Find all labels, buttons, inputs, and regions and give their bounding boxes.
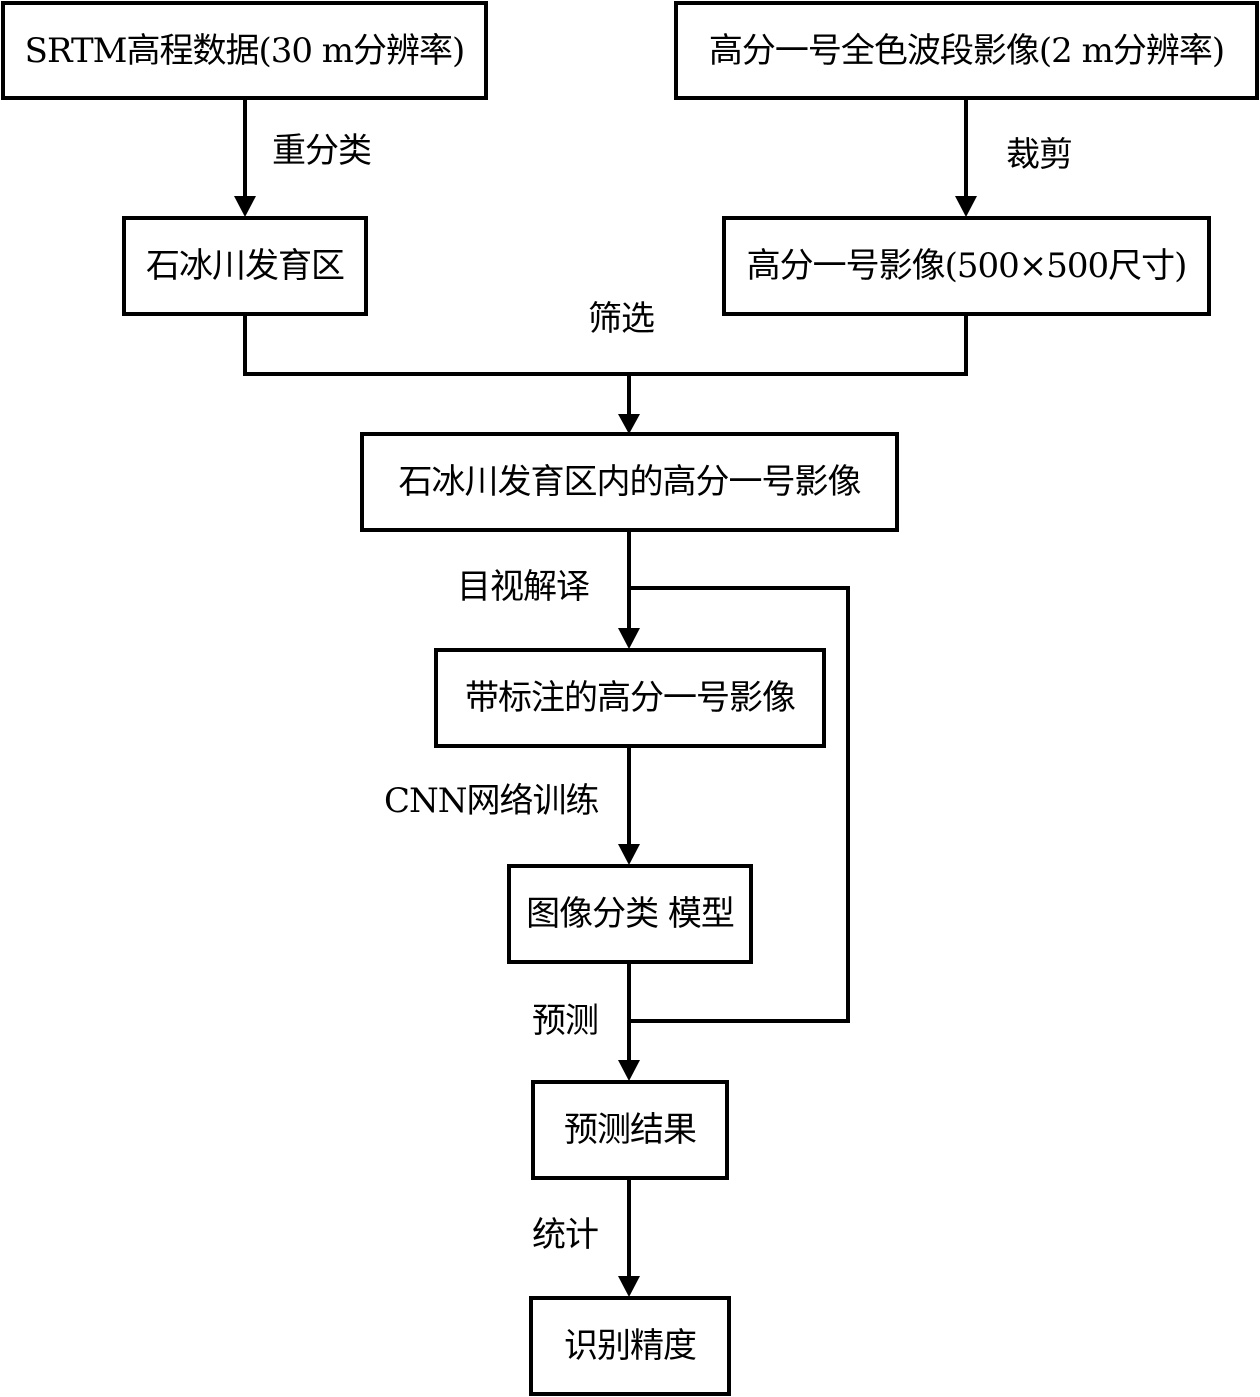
edge-label-visual-interpretation: 目视解译 [457, 567, 590, 607]
node-labeled-gf1-image: 带标注的高分一号影像 [434, 648, 826, 748]
arrowhead-icon [955, 196, 977, 217]
node-gf1-panchromatic-image: 高分一号全色波段影像(2 m分辨率) [674, 1, 1259, 100]
node-label: 识别精度 [564, 1326, 697, 1366]
arrowhead-icon [618, 414, 640, 434]
node-recognition-accuracy: 识别精度 [529, 1296, 731, 1396]
node-label: 高分一号影像(500×500尺寸) [746, 246, 1188, 286]
edge-label-filter: 筛选 [588, 299, 655, 339]
node-label: 石冰川发育区内的高分一号影像 [398, 462, 862, 502]
node-label: 预测结果 [564, 1110, 697, 1150]
node-label: SRTM高程数据(30 m分辨率) [24, 30, 466, 71]
arrowhead-icon [234, 196, 256, 217]
node-gf1-in-rock-glacier-area: 石冰川发育区内的高分一号影像 [360, 432, 899, 532]
arrowhead-icon [618, 844, 640, 865]
node-label: 带标注的高分一号影像 [465, 678, 796, 718]
edge-label-reclassify: 重分类 [272, 131, 372, 171]
edge-label-statistics: 统计 [532, 1215, 599, 1255]
node-label: 高分一号全色波段影像(2 m分辨率) [708, 30, 1225, 71]
edge-merge-filter [243, 315, 968, 376]
arrowhead-icon [618, 1060, 640, 1081]
node-label: 图像分类 模型 [526, 894, 735, 934]
edge-label-cnn-training: CNN网络训练 [384, 781, 600, 821]
arrowhead-icon [618, 628, 640, 649]
node-image-classification-model: 图像分类 模型 [507, 864, 753, 964]
node-label: 石冰川发育区 [146, 246, 345, 286]
edge-label-crop: 裁剪 [1006, 135, 1073, 175]
node-srtm-elevation-data: SRTM高程数据(30 m分辨率) [1, 1, 488, 100]
node-prediction-result: 预测结果 [531, 1080, 729, 1180]
node-rock-glacier-area: 石冰川发育区 [122, 216, 368, 316]
arrowhead-icon [618, 1276, 640, 1297]
edge-bypass-loop [629, 586, 850, 1023]
node-gf1-tiles: 高分一号影像(500×500尺寸) [722, 216, 1211, 316]
edge-label-predict: 预测 [532, 1001, 599, 1041]
